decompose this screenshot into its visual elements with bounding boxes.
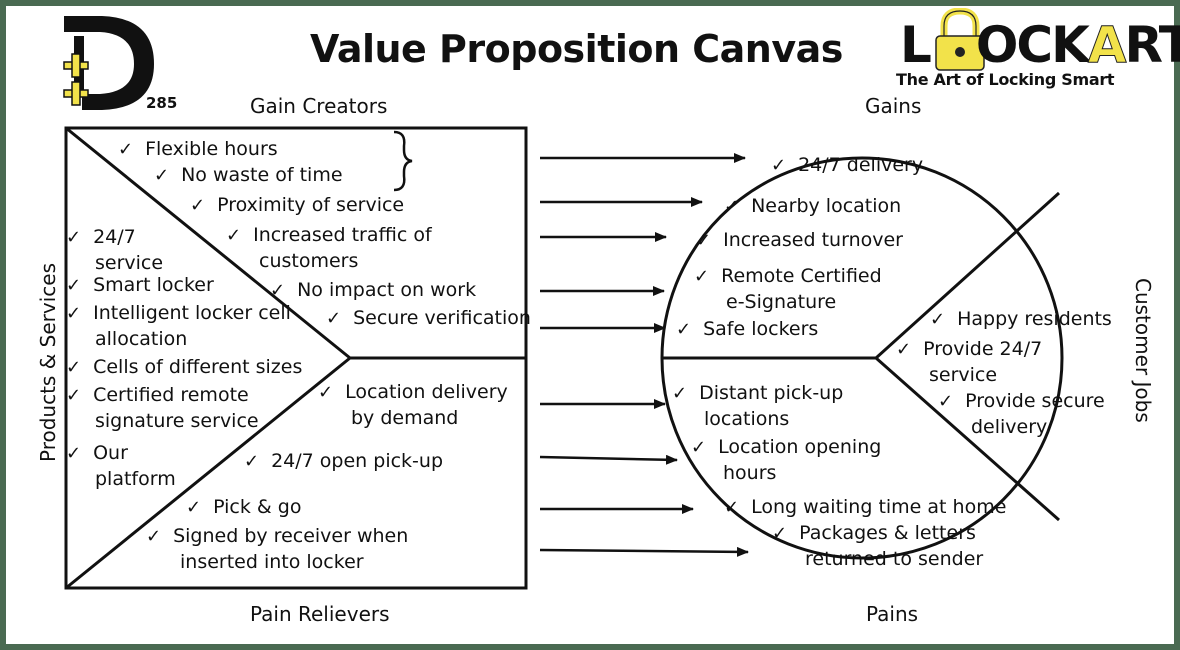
gain-creator-item: ✓Increased traffic of [226, 224, 432, 246]
logo-letters-rt: RT [1124, 16, 1180, 74]
customer-job-item-cont: delivery [971, 416, 1048, 438]
pain-reliever-item: ✓Pick & go [186, 496, 302, 518]
gain-creator-item: ✓Secure verification [326, 307, 531, 329]
label-products-services: Products & Services [36, 262, 60, 462]
pain-item: ✓Location opening [691, 436, 882, 458]
check-icon: ✓ [696, 230, 712, 251]
check-icon: ✓ [66, 357, 82, 378]
check-icon: ✓ [938, 391, 954, 412]
product-item: ✓Our [66, 442, 128, 464]
check-icon: ✓ [724, 196, 740, 217]
check-icon: ✓ [226, 225, 242, 246]
gain-creator-item: ✓No waste of time [154, 164, 343, 186]
pain-reliever-item: ✓Location delivery [318, 381, 508, 403]
gain-creator-item: ✓No impact on work [270, 279, 477, 301]
product-item: ✓Smart locker [66, 274, 214, 296]
check-icon: ✓ [154, 165, 170, 186]
check-icon: ✓ [676, 319, 692, 340]
d285-logo: 285 [62, 12, 192, 116]
check-icon: ✓ [694, 266, 710, 287]
pain-reliever-item: ✓24/7 open pick-up [244, 450, 444, 472]
arrow-7 [539, 454, 678, 465]
check-icon: ✓ [186, 497, 202, 518]
check-icon: ✓ [66, 227, 82, 248]
check-icon: ✓ [270, 280, 286, 301]
gain-item: ✓Increased turnover [696, 229, 903, 251]
page-title: Value Proposition Canvas [310, 27, 843, 71]
check-icon: ✓ [772, 523, 788, 544]
label-pains: Pains [866, 602, 919, 626]
square-diagonal-upper [65, 126, 351, 360]
check-icon: ✓ [66, 303, 82, 324]
check-icon: ✓ [146, 526, 162, 547]
padlock-icon [935, 8, 985, 71]
check-icon: ✓ [896, 339, 912, 360]
logo-tagline: The Art of Locking Smart [896, 70, 1115, 89]
pain-reliever-item-cont: inserted into locker [180, 551, 364, 573]
check-icon: ✓ [66, 275, 82, 296]
logo-letters-ock: OCK [975, 16, 1090, 74]
label-gains: Gains [865, 94, 922, 118]
brace [393, 130, 413, 192]
pain-item-cont: locations [704, 408, 790, 430]
logo-letter-a: A [1087, 16, 1127, 74]
pain-item: ✓Distant pick-up [672, 382, 844, 404]
label-pain-relievers: Pain Relievers [250, 602, 390, 626]
customer-job-item-cont: service [929, 364, 998, 386]
product-item: ✓Cells of different sizes [66, 356, 303, 378]
pain-item: ✓Packages & letters [772, 522, 976, 544]
arrow-9 [539, 546, 749, 557]
gain-item: ✓Safe lockers [676, 318, 819, 340]
product-item-cont: signature service [95, 410, 259, 432]
product-item: ✓24/7 [66, 226, 136, 248]
product-item-cont: service [95, 252, 164, 274]
gain-creator-item: ✓Proximity of service [190, 194, 405, 216]
pain-reliever-item-cont: by demand [351, 407, 459, 429]
check-icon: ✓ [691, 437, 707, 458]
customer-job-item: ✓Provide secure [938, 390, 1105, 412]
pain-reliever-item: ✓Signed by receiver when [146, 525, 409, 547]
lockart-logo: L OCKART The Art of Locking Smart [892, 8, 1180, 92]
check-icon: ✓ [118, 139, 134, 160]
product-item-cont: platform [95, 468, 176, 490]
check-icon: ✓ [724, 497, 740, 518]
pain-item-cont: hours [723, 462, 777, 484]
check-icon: ✓ [66, 385, 82, 406]
check-icon: ✓ [318, 382, 334, 403]
pain-item: ✓Long waiting time at home [724, 496, 1007, 518]
logo-left-sub: 285 [146, 94, 178, 112]
square-diagonal-lower [65, 356, 351, 590]
check-icon: ✓ [771, 155, 787, 176]
product-item-cont: allocation [95, 328, 188, 350]
customer-job-item: ✓Happy residents [930, 308, 1112, 330]
check-icon: ✓ [66, 443, 82, 464]
lockart-wordmark: L OCKART [900, 16, 1180, 74]
check-icon: ✓ [190, 195, 206, 216]
gain-creator-item-cont: customers [259, 250, 359, 272]
pain-item-cont: returned to sender [805, 548, 984, 570]
check-icon: ✓ [930, 309, 946, 330]
gain-item: ✓Remote Certified [694, 265, 882, 287]
gain-item: ✓Nearby location [724, 195, 902, 217]
product-item: ✓Certified remote [66, 384, 249, 406]
product-item: ✓Intelligent locker cell [66, 302, 291, 324]
gain-item-cont: e-Signature [726, 291, 837, 313]
logo-letter-l: L [900, 16, 932, 74]
customer-job-item: ✓Provide 24/7 [896, 338, 1043, 360]
check-icon: ✓ [244, 451, 260, 472]
circle-divider-lower [875, 356, 1060, 522]
gain-item: ✓24/7 delivery [771, 154, 924, 176]
check-icon: ✓ [672, 383, 688, 404]
gain-creator-item: ✓Flexible hours [118, 138, 278, 160]
label-customer-jobs: Customer Jobs [1131, 278, 1155, 423]
label-gain-creators: Gain Creators [250, 94, 388, 118]
circle-divider-upper [874, 191, 1061, 360]
check-icon: ✓ [326, 308, 342, 329]
